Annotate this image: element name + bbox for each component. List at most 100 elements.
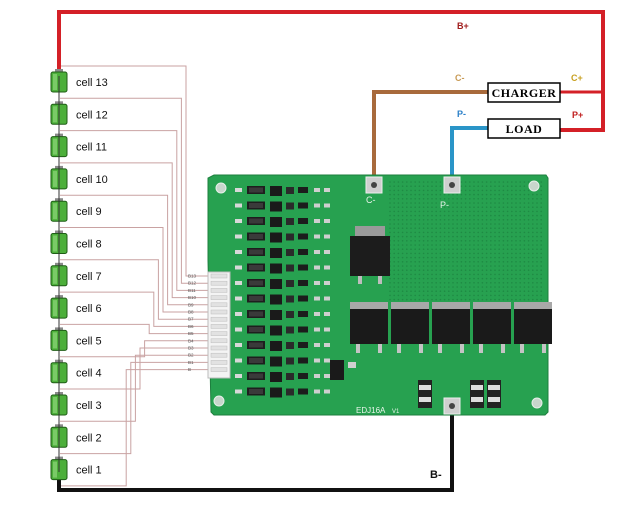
mosfet-row xyxy=(350,302,552,353)
battery-cell: cell 10 xyxy=(50,165,108,190)
connector-pin xyxy=(210,367,228,372)
sense-wire xyxy=(60,259,208,320)
cell-label: cell 6 xyxy=(76,303,102,315)
cell-label: cell 3 xyxy=(76,400,102,412)
sense-wire xyxy=(60,340,208,358)
pin-label: B10 xyxy=(188,295,197,300)
sense-wire xyxy=(60,347,208,390)
mounting-hole xyxy=(531,397,543,409)
c-minus-label: C- xyxy=(455,73,465,83)
connector-pin xyxy=(210,302,228,308)
connector-pin xyxy=(210,338,228,344)
charger-box: CHARGER xyxy=(487,82,561,103)
b-plus-label: B+ xyxy=(457,21,469,31)
pin-label: B12 xyxy=(188,281,197,286)
balance-connector xyxy=(207,271,231,379)
balance-components xyxy=(235,186,356,398)
cell-label: cell 10 xyxy=(76,174,108,186)
pin-label: B9 xyxy=(188,302,194,307)
sense-wire xyxy=(60,65,208,277)
b-minus-wire xyxy=(57,412,454,492)
pin-label: B13 xyxy=(188,274,197,279)
mounting-hole xyxy=(215,182,227,194)
p-minus-wire xyxy=(450,126,488,180)
connector-pin xyxy=(210,309,228,315)
charger-label: CHARGER xyxy=(492,86,557,100)
pin-label: B11 xyxy=(188,288,196,293)
connector-pin xyxy=(210,360,228,365)
regulator-chip xyxy=(350,226,390,284)
sense-wire xyxy=(60,354,208,422)
sense-wire xyxy=(60,323,208,335)
mosfet xyxy=(391,302,429,353)
cell-label: cell 4 xyxy=(76,368,102,380)
sense-wire xyxy=(60,130,208,291)
connector-pin xyxy=(210,273,228,279)
battery-cell: cell 13 xyxy=(50,69,108,93)
cell-label: cell 2 xyxy=(76,432,102,444)
sense-wire xyxy=(60,97,208,284)
mosfet xyxy=(350,302,388,353)
pin-label: B3 xyxy=(188,346,194,351)
b-plus-wire xyxy=(57,10,605,132)
b-minus-pad xyxy=(443,397,461,415)
pin-label: B2 xyxy=(188,353,194,358)
cell-label: cell 8 xyxy=(76,239,102,251)
version-label: V1 xyxy=(392,409,400,415)
pin-label: B xyxy=(188,367,191,372)
connector-pin xyxy=(210,345,228,351)
cell-label: cell 12 xyxy=(76,109,108,121)
mounting-hole xyxy=(213,395,225,407)
pin-label: B6 xyxy=(188,324,194,329)
sense-wire xyxy=(60,162,208,299)
c-minus-pad: C- xyxy=(365,176,383,205)
sense-wire xyxy=(60,291,208,327)
bms-pcb: C- P- xyxy=(207,174,552,416)
sense-wire xyxy=(60,227,208,313)
battery-cell: cell 12 xyxy=(50,101,108,125)
pin-label: B7 xyxy=(188,317,194,322)
load-box: LOAD xyxy=(487,118,561,139)
cell-label: cell 9 xyxy=(76,206,102,218)
power-wires xyxy=(57,10,605,492)
connector-pin xyxy=(210,295,228,300)
b-minus-label: B- xyxy=(430,469,442,481)
c-pad-label: C- xyxy=(366,195,376,205)
model-label: EDJ16A xyxy=(356,406,386,415)
cell-label: cell 5 xyxy=(76,335,102,347)
c-minus-wire xyxy=(372,90,488,180)
cell-label: cell 1 xyxy=(76,465,102,477)
cell-label: cell 13 xyxy=(76,77,108,89)
shunt-resistors xyxy=(418,380,501,408)
sense-wire xyxy=(60,194,208,306)
connector-pin xyxy=(210,316,228,322)
pin-label: B8 xyxy=(188,310,194,315)
connector-pin xyxy=(210,324,228,329)
c-plus-label: C+ xyxy=(571,73,583,83)
cell-label: cell 11 xyxy=(76,142,107,154)
pin-label: B4 xyxy=(188,338,194,343)
p-minus-label: P- xyxy=(457,109,466,119)
mosfet xyxy=(432,302,470,353)
sense-wire xyxy=(60,369,208,487)
mounting-hole xyxy=(528,180,540,192)
battery-cell-stack: cell 13 cell 12 cell 11 cell 10 cell 9 cell 8… xyxy=(50,69,108,481)
mosfet xyxy=(473,302,511,353)
pin-label: B1 xyxy=(188,360,194,365)
cell-label: cell 7 xyxy=(76,271,102,283)
sense-wire xyxy=(60,361,208,455)
load-label: LOAD xyxy=(506,122,543,136)
p-minus-pad: P- xyxy=(440,176,461,210)
connector-pin xyxy=(210,280,228,286)
mosfet xyxy=(514,302,552,353)
connector-pin xyxy=(210,331,228,336)
p-plus-label: P+ xyxy=(572,110,583,120)
connector-pin xyxy=(210,352,228,358)
p-pad-label: P- xyxy=(440,200,449,210)
balance-sense-wires xyxy=(60,65,208,487)
pin-label: B5 xyxy=(188,331,194,336)
connector-pin xyxy=(210,288,228,293)
pcb-via-pattern xyxy=(389,181,542,301)
